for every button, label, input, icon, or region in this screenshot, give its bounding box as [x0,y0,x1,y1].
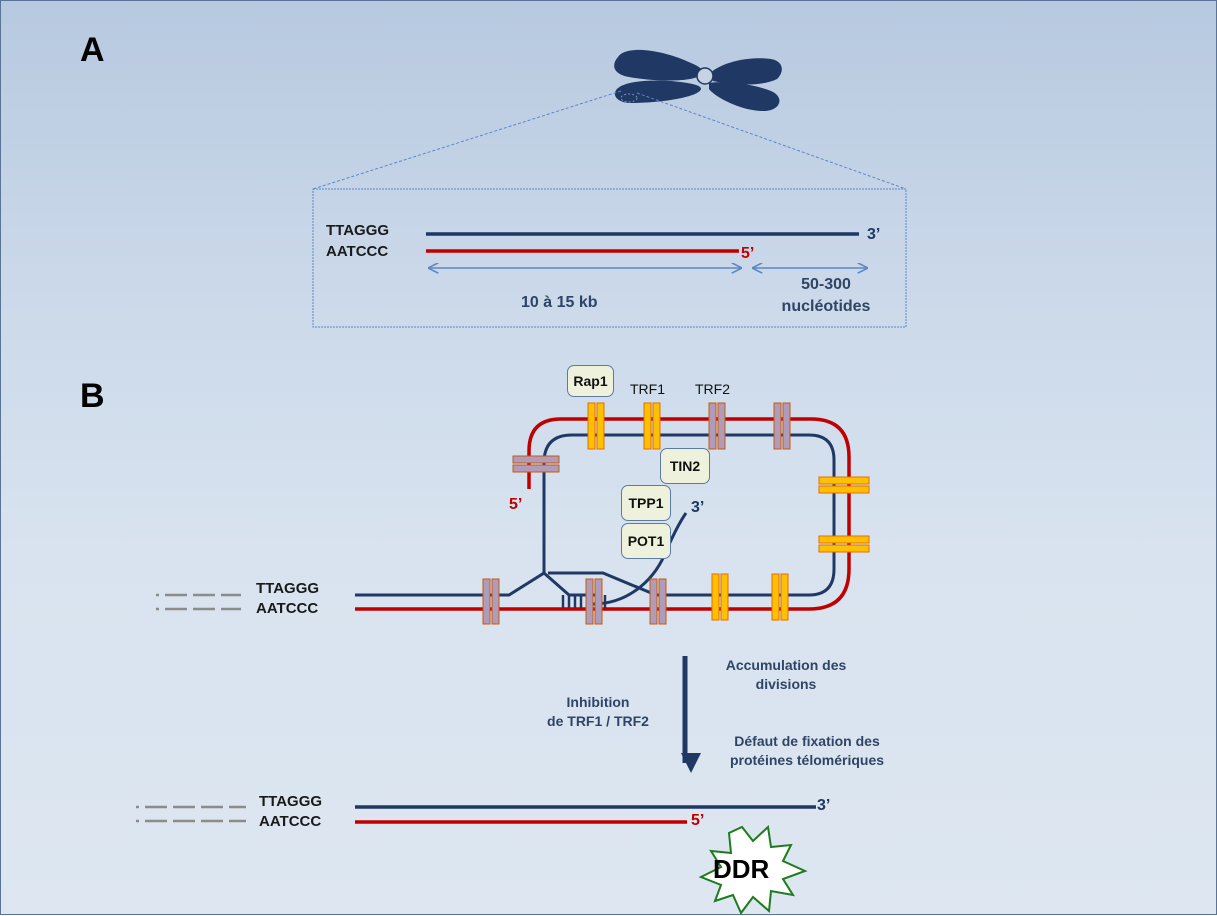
panel-b-3prime-label: 3’ [691,499,705,516]
ddr-starburst [698,824,808,915]
inhibition-line1: Inhibition [566,694,630,710]
inhibition-note: Inhibition de TRF1 / TRF2 [533,693,663,731]
panel-a-strand-bottom-label: AATCCC [326,243,389,260]
trf2-protein [482,402,791,625]
trf1-protein [587,402,870,621]
panel-b-letter: B [80,377,105,415]
panel-a-letter: A [80,31,105,69]
panel-a-5prime-label: 5’ [741,245,755,262]
panel-b-strand-top-label: TTAGGG [256,580,320,597]
measure-overhang-line1: 50-300 [801,276,851,293]
defaut-note: Défaut de fixation des protéines télomér… [707,732,907,770]
defaut-line2: protéines télomériques [729,752,885,768]
measure-double-label: 10 à 15 kb [521,294,598,311]
panel-c-3prime-label: 3’ [817,797,831,814]
zoom-lines [312,90,907,328]
panel-c-5prime-label: 5’ [691,812,705,829]
panel-c-strand-top-label: TTAGGG [259,793,323,810]
pot1-box: POT1 [621,523,671,559]
panel-a-strand-top-label: TTAGGG [326,222,390,239]
rap1-box: Rap1 [567,365,614,397]
accumulation-note: Accumulation des divisions [706,656,866,694]
panel-b-5prime-label: 5’ [509,496,523,513]
panel-b-strand-bottom-label: AATCCC [256,600,319,617]
measure-overhang-line2: nucléotides [781,298,871,315]
panel-b-blue-strand [355,433,836,597]
panel-b-red-strand [355,417,851,611]
tpp1-box: TPP1 [621,485,671,521]
defaut-line1: Défaut de fixation des [734,733,880,749]
measure-overhang-label: 50-300 nucléotides [766,274,886,318]
chromosome-icon [614,49,782,111]
accumulation-line2: divisions [755,676,817,692]
trf1-label: TRF1 [630,381,665,397]
panel-b-dashed-leadin [156,593,241,611]
tin2-box: TIN2 [660,448,710,484]
panel-c-strand-bottom-label: AATCCC [259,813,322,830]
panel-a-3prime-label: 3’ [867,226,881,243]
trf2-label: TRF2 [695,381,730,397]
panel-c-dashed-leadin [136,805,246,823]
inhibition-line2: de TRF1 / TRF2 [547,713,649,729]
ddr-label: DDR [713,854,770,884]
accumulation-line1: Accumulation des [725,657,847,673]
